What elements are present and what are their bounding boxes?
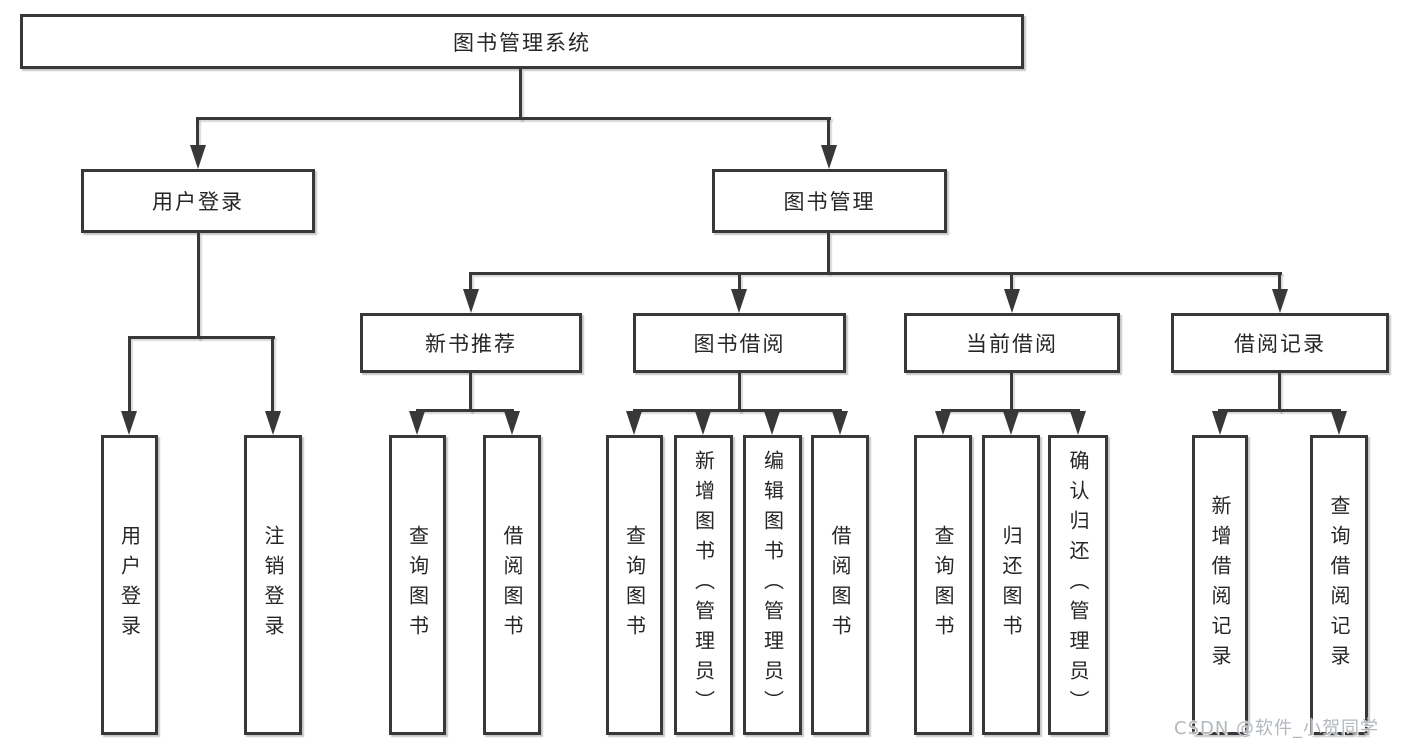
node-label: 用户登录: [117, 525, 142, 645]
arrow-down-icon: [265, 411, 281, 435]
arrow-down-icon: [190, 145, 206, 169]
connector-line: [633, 409, 842, 412]
connector-line: [738, 275, 741, 291]
node-label: 图书借阅: [693, 332, 786, 356]
connector-line: [827, 233, 830, 274]
connector-line: [196, 119, 199, 147]
connector-line: [941, 409, 1080, 412]
node-label: 归还图书: [999, 525, 1023, 645]
node-label: 图书管理系统: [453, 30, 591, 55]
node-label: 当前借阅: [966, 332, 1058, 356]
arrow-down-icon: [1070, 411, 1086, 435]
node-label: 编辑图书（管理员）: [760, 450, 785, 720]
arrow-down-icon: [121, 411, 137, 435]
arrow-down-icon: [463, 289, 479, 313]
node-label: 查询图书: [622, 525, 647, 645]
leaf-add-borrow-record: 新增借阅记录: [1192, 435, 1248, 735]
node-user-login: 用户登录: [81, 169, 315, 233]
leaf-query-books-recommend: 查询图书: [389, 435, 446, 735]
arrow-down-icon: [1212, 411, 1228, 435]
node-label: 图书管理: [783, 190, 876, 214]
arrow-down-icon: [1003, 411, 1019, 435]
node-label: 借阅图书: [500, 525, 524, 645]
arrow-down-icon: [731, 289, 747, 313]
arrow-down-icon: [821, 145, 837, 169]
node-library-system: 图书管理系统: [20, 14, 1024, 69]
leaf-return-books: 归还图书: [982, 435, 1040, 735]
leaf-add-books-admin: 新增图书（管理员）: [674, 435, 733, 735]
connector-line: [271, 339, 274, 413]
node-label: 用户登录: [152, 190, 244, 214]
arrow-down-icon: [1331, 411, 1347, 435]
node-label: 新书推荐: [425, 332, 517, 356]
node-current-borrowing: 当前借阅: [904, 313, 1120, 373]
arrow-down-icon: [504, 411, 520, 435]
connector-line: [827, 119, 830, 147]
leaf-query-books-borrowing: 查询图书: [606, 435, 663, 735]
connector-line: [416, 409, 514, 412]
connector-line: [519, 69, 522, 120]
arrow-down-icon: [409, 411, 425, 435]
leaf-confirm-return-admin: 确认归还（管理员）: [1048, 435, 1108, 735]
connector-line: [1278, 275, 1281, 291]
arrow-down-icon: [626, 411, 642, 435]
connector-line: [738, 373, 741, 412]
connector-line: [1278, 373, 1281, 412]
leaf-borrow-books: 借阅图书: [811, 435, 869, 735]
node-borrowing-records: 借阅记录: [1171, 313, 1389, 373]
node-label: 查询图书: [931, 525, 955, 645]
arrow-down-icon: [764, 411, 780, 435]
leaf-edit-books-admin: 编辑图书（管理员）: [743, 435, 802, 735]
leaf-logout: 注销登录: [244, 435, 302, 735]
arrow-down-icon: [1272, 289, 1288, 313]
leaf-borrow-books-recommend: 借阅图书: [483, 435, 541, 735]
connector-line: [196, 117, 831, 120]
connector-line: [128, 336, 275, 339]
node-label: 借阅图书: [828, 525, 852, 645]
node-book-management: 图书管理: [712, 169, 947, 233]
connector-line: [1218, 409, 1341, 412]
arrow-down-icon: [1004, 289, 1020, 313]
node-label: 注销登录: [261, 525, 285, 645]
connector-line: [1010, 373, 1013, 412]
arrow-down-icon: [935, 411, 951, 435]
node-label: 确认归还（管理员）: [1066, 450, 1090, 720]
leaf-user-login: 用户登录: [101, 435, 158, 735]
connector-line: [197, 233, 200, 339]
csdn-watermark: CSDN @软件_小贺同学: [1174, 718, 1380, 739]
node-book-borrowing: 图书借阅: [633, 313, 846, 373]
node-label: 借阅记录: [1234, 332, 1326, 356]
connector-line: [128, 339, 131, 413]
connector-line: [1010, 275, 1013, 291]
connector-line: [469, 373, 472, 412]
arrow-down-icon: [832, 411, 848, 435]
node-label: 查询图书: [405, 525, 430, 645]
leaf-query-borrow-record: 查询借阅记录: [1310, 435, 1368, 735]
leaf-query-books-current: 查询图书: [914, 435, 972, 735]
node-label: 查询借阅记录: [1327, 495, 1351, 675]
node-new-book-recommend: 新书推荐: [360, 313, 582, 373]
connector-line: [469, 275, 472, 291]
connector-line: [469, 272, 1282, 275]
node-label: 新增图书（管理员）: [691, 450, 716, 720]
node-label: 新增借阅记录: [1208, 495, 1232, 675]
arrow-down-icon: [695, 411, 711, 435]
